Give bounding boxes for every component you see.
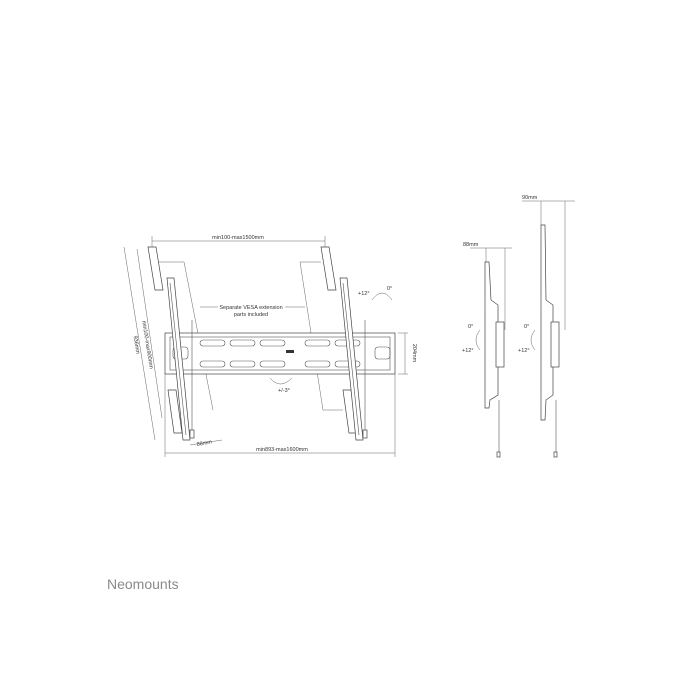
tilt-plus-label: +12°: [358, 291, 370, 297]
level-adjust-label: +/-3°: [278, 388, 290, 394]
front-view: min100-max1500mm 936mm min100-max900mm: [123, 235, 417, 457]
level-annotation: +/-3°: [269, 377, 293, 394]
rail-height-label: 204mm: [411, 344, 417, 363]
brand-logo: Neomounts: [107, 576, 179, 592]
tilt-zero-label: 0°: [387, 286, 392, 292]
side2-tilt-plus: +12°: [518, 348, 530, 354]
side1-tilt-zero: 0°: [468, 324, 473, 330]
depth-label: 88mm: [196, 439, 213, 448]
dimension-width-bottom: min893-max1600mm: [164, 374, 396, 457]
side2-tilt-zero: 0°: [524, 324, 529, 330]
note-line-1: Separate VESA extension: [219, 305, 282, 311]
vesa-extension-note: Separate VESA extension parts included: [200, 305, 305, 318]
side1-tilt-plus: +12°: [462, 348, 474, 354]
wall-rail: [164, 332, 396, 375]
side2-depth-label: 90mm: [522, 195, 538, 201]
side1-depth-label: 88mm: [463, 242, 479, 248]
tilt-annotation: +12° 0°: [358, 286, 393, 301]
rotate-arrow-icon: [269, 377, 293, 385]
dimension-depth: 88mm: [189, 439, 223, 448]
tilt-arrow-icon: [371, 292, 393, 301]
width-bottom-label: min893-max1600mm: [256, 447, 308, 453]
note-line-2: parts included: [234, 312, 268, 318]
dimension-rail-height: 204mm: [398, 332, 417, 375]
width-top-label: min100-max1500mm: [212, 235, 264, 241]
tilt-arms: [166, 277, 368, 441]
side-view-2: 90mm 0° +12°: [518, 195, 575, 458]
dimension-width-top: min100-max1500mm: [151, 235, 326, 250]
side2-tilt-arrow-icon: [530, 329, 536, 351]
height-overall-label: 936mm: [132, 335, 141, 354]
height-vesa-label: min100-max900mm: [140, 320, 154, 369]
side1-tilt-arrow-icon: [475, 329, 481, 351]
side-view-1: 88mm 0° +12°: [462, 242, 512, 458]
